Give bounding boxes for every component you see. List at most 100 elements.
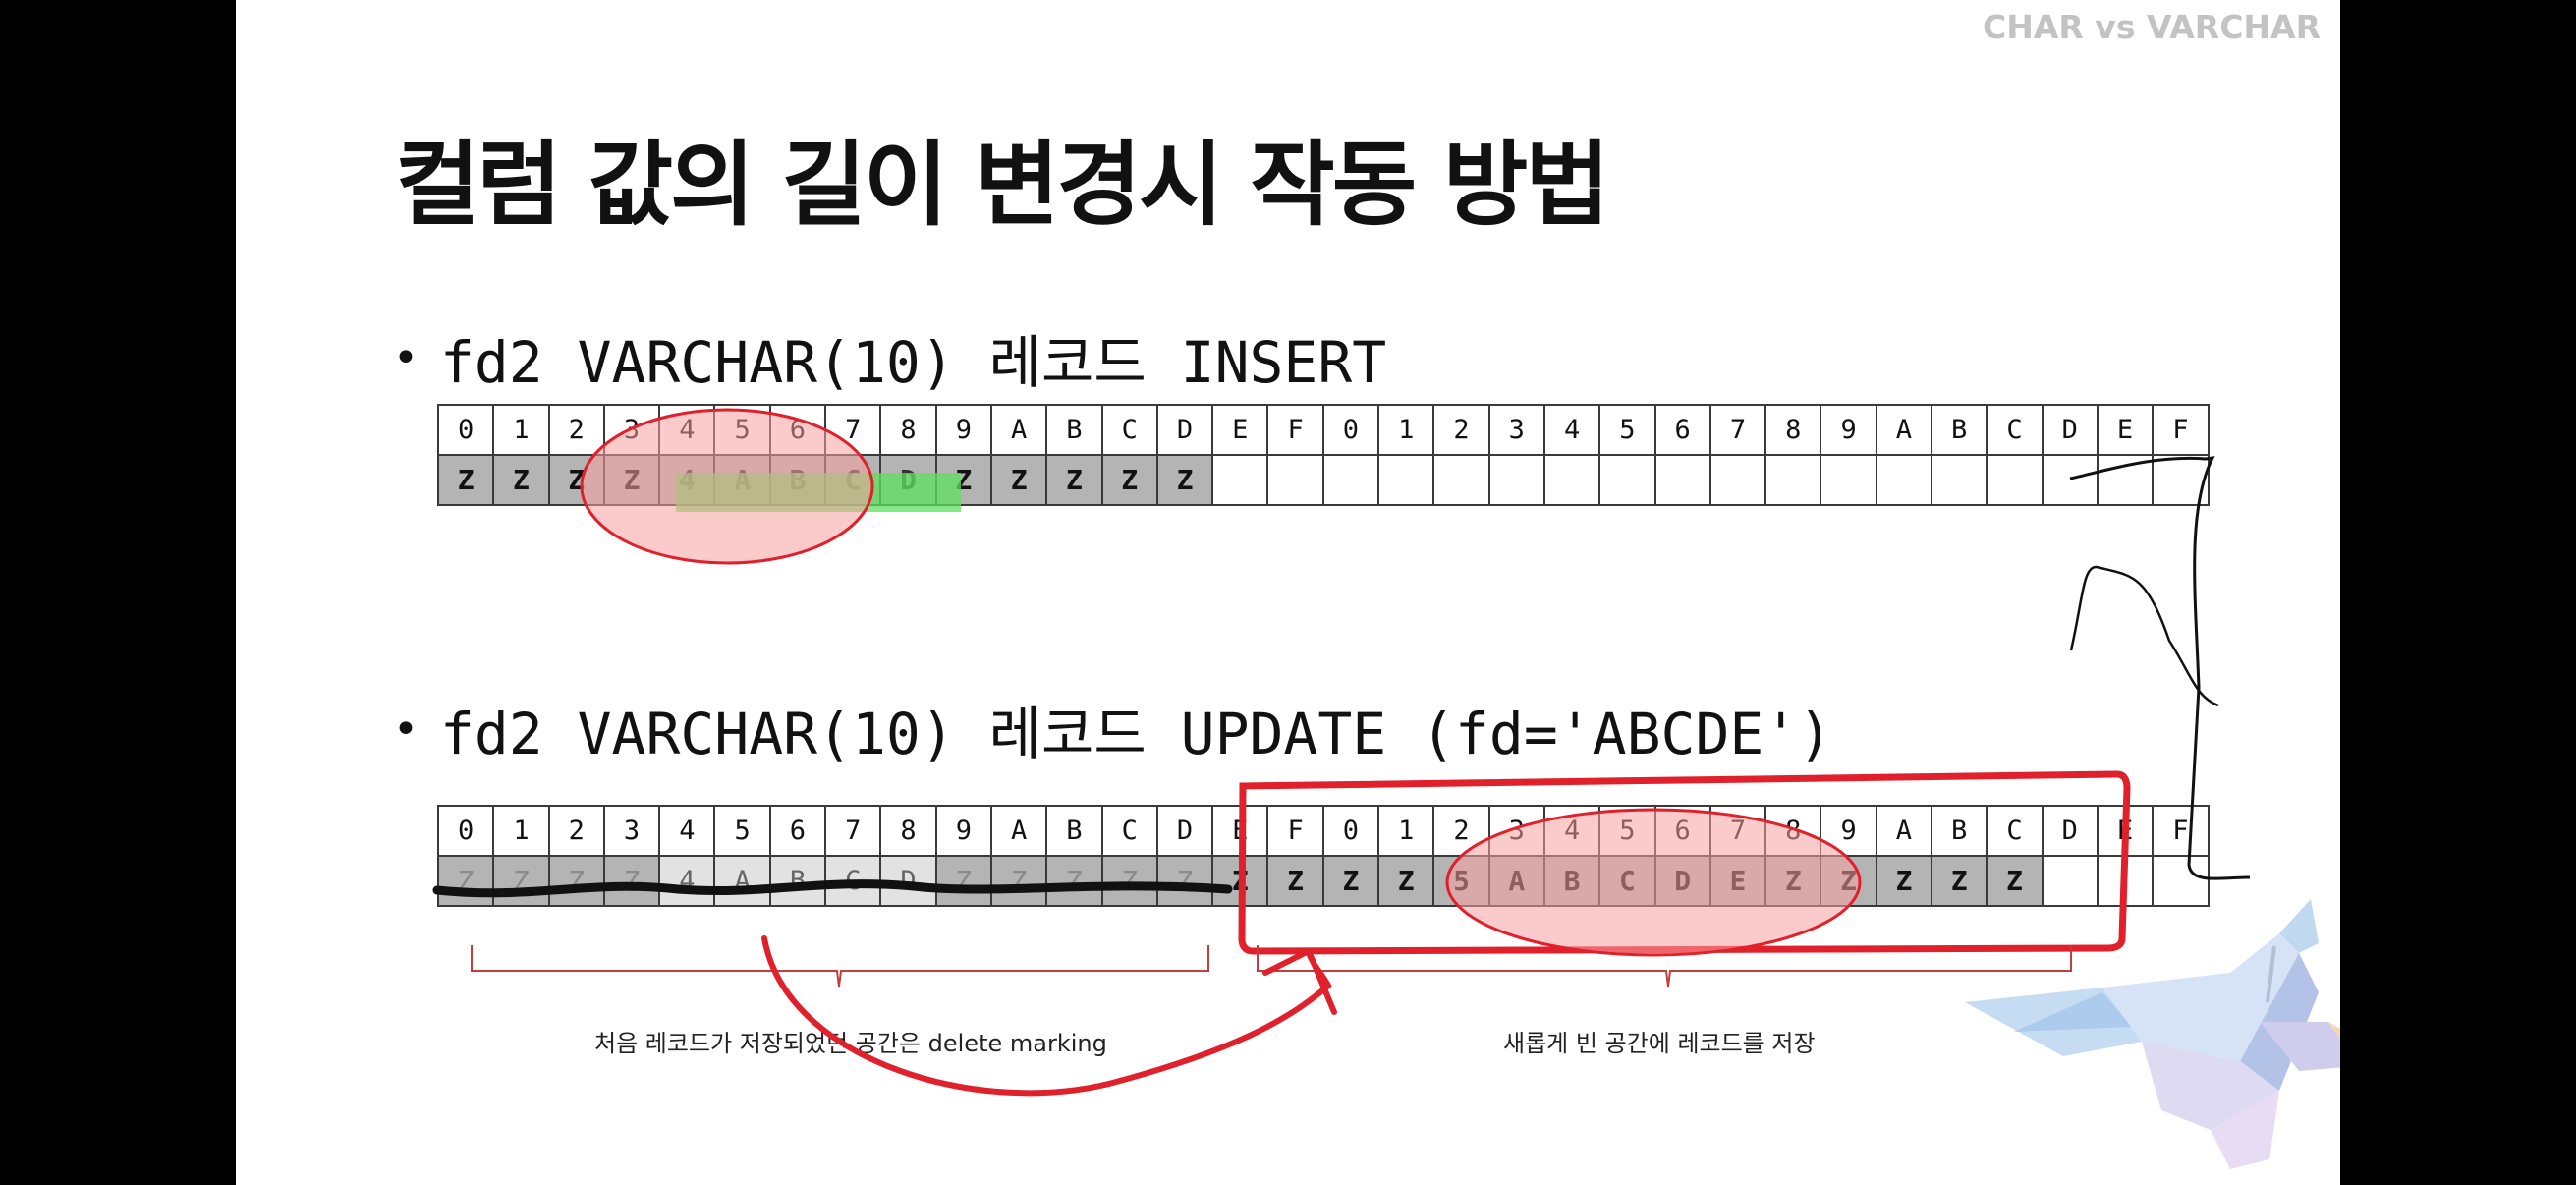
scribble-hook (2069, 565, 2219, 707)
update_grid-header-cell: 7 (824, 805, 882, 857)
insert_grid-value-cell (1875, 454, 1933, 506)
update_grid-value-cell: Z (1266, 855, 1324, 907)
update_grid-header-cell: 5 (713, 805, 771, 857)
scribble-tick (2266, 945, 2276, 1003)
insert_grid-value-cell (1820, 454, 1877, 506)
update_grid-value-cell: C (824, 855, 882, 907)
update_grid-value-cell: D (879, 855, 937, 907)
insert_grid-header-cell: F (1266, 404, 1324, 456)
update_grid-value-cell: Z (1321, 855, 1380, 907)
update_grid-header-cell: C (1986, 805, 2044, 857)
insert_grid-header-cell: 9 (1820, 404, 1877, 456)
slide: CHAR vs VARCHAR 컬럼 값의 길이 변경시 작동 방법 • fd2… (236, 0, 2340, 1185)
update_grid-header-cell: 5 (1598, 805, 1656, 857)
insert_grid-header-cell: B (1045, 404, 1103, 456)
update_grid-value-cell: Z (1764, 855, 1822, 907)
update_grid-header-cell: A (989, 805, 1048, 857)
insert_grid-value-cell (1266, 454, 1324, 506)
update_grid-header-cell: 3 (602, 805, 661, 857)
insert_grid-value-cell (1764, 454, 1822, 506)
update_grid-header-cell: E (1211, 805, 1269, 857)
bullet-update: • fd2 VARCHAR(10) 레코드 UPDATE (fd='ABCDE'… (393, 688, 1832, 770)
insert_grid-header-cell: 2 (1432, 404, 1490, 456)
insert_grid-header-cell: 5 (1598, 404, 1656, 456)
insert_grid-header-cell: 8 (1764, 404, 1822, 456)
insert_grid-value-cell (1432, 454, 1490, 506)
insert_grid-header-cell: E (2096, 404, 2155, 456)
update_grid-value-cell: E (1708, 855, 1767, 907)
insert_grid-value-cell: C (824, 454, 882, 506)
update_grid-value-cell: Z (1045, 855, 1103, 907)
bullet-insert: • fd2 VARCHAR(10) 레코드 INSERT (393, 316, 1386, 399)
insert_grid-value-cell: Z (934, 454, 992, 506)
insert_grid-value-cell: Z (437, 454, 495, 506)
update_grid-header-cell: 8 (879, 805, 937, 857)
update_grid-value-cell: Z (1100, 855, 1158, 907)
update_grid-header-cell: 0 (437, 805, 495, 857)
insert_grid-header-cell: D (1155, 404, 1214, 456)
insert_grid-header-cell: 4 (658, 404, 716, 456)
insert_grid-header-cell: A (1875, 404, 1933, 456)
update_grid-value-cell: Z (1155, 855, 1214, 907)
insert_grid-header-cell: 2 (547, 404, 605, 456)
update_grid-value-cell: Z (1377, 855, 1435, 907)
corner-label: CHAR vs VARCHAR (1983, 8, 2321, 46)
update_grid-value-cell: 4 (658, 855, 716, 907)
insert_grid-value-cell: Z (1155, 454, 1214, 506)
insert_grid-header-cell: 0 (437, 404, 495, 456)
insert_grid-header-cell: 5 (713, 404, 771, 456)
slide-title: 컬럼 값의 길이 변경시 작동 방법 (395, 132, 1610, 239)
update_grid-value-cell: A (713, 855, 771, 907)
insert_grid-value-cell: Z (602, 454, 661, 506)
insert_grid-header-cell: E (1211, 404, 1269, 456)
update_grid-value-cell: Z (1986, 855, 2044, 907)
update_grid-header-cell: B (1045, 805, 1103, 857)
move-arrow (761, 935, 1332, 1097)
insert_grid-value-cell: Z (1045, 454, 1103, 506)
insert_grid-header-cell: 6 (768, 404, 827, 456)
insert_grid-header-cell: 1 (1377, 404, 1435, 456)
update_grid-header-cell: 9 (934, 805, 992, 857)
bullet-dot-icon: • (393, 704, 419, 755)
insert_grid-value-cell (1487, 454, 1545, 506)
insert_grid-header-cell: F (2152, 404, 2210, 456)
update_grid-value-cell: C (1598, 855, 1656, 907)
move-arrow-head-icon (1262, 948, 1337, 1015)
update_grid-header-cell: 3 (1487, 805, 1545, 857)
update_grid-header-cell: 4 (658, 805, 716, 857)
update_grid-value-cell: Z (1820, 855, 1877, 907)
insert_grid-value-cell (1542, 454, 1601, 506)
insert_grid-header-cell: 7 (1708, 404, 1767, 456)
insert_grid-value-cell (1321, 454, 1380, 506)
update_grid-header-cell: D (2041, 805, 2099, 857)
insert_grid-header-cell: 9 (934, 404, 992, 456)
update_grid-header-cell: 9 (1820, 805, 1877, 857)
insert_grid-header-cell: 8 (879, 404, 937, 456)
insert_grid-value-cell (1931, 454, 1988, 506)
update_grid-value-cell: Z (602, 855, 661, 907)
update_grid-header-cell: 0 (1321, 805, 1380, 857)
insert_grid-header-cell: C (1986, 404, 2044, 456)
caption-delete-marking: 처음 레코드가 저장되었던 공간은 delete marking (594, 1030, 1107, 1057)
eagle-logo-icon (1965, 899, 2340, 1169)
insert_grid-value-cell (1653, 454, 1711, 506)
insert_grid-value-cell (1708, 454, 1767, 506)
update_grid-header-cell: 6 (768, 805, 827, 857)
update_grid-header-cell: B (1931, 805, 1988, 857)
insert_grid-header-cell: 1 (492, 404, 550, 456)
insert_grid-header-cell: 3 (1487, 404, 1545, 456)
insert_grid-value-cell (2096, 454, 2155, 506)
insert_grid-value-cell (1986, 454, 2044, 506)
insert_grid-value-cell (2041, 454, 2099, 506)
update_grid-value-cell: A (1487, 855, 1545, 907)
update_grid-header-cell: C (1100, 805, 1158, 857)
insert_grid-value-cell: 4 (658, 454, 716, 506)
update_grid-value-cell (2041, 855, 2099, 907)
update_grid-value-cell: Z (492, 855, 550, 907)
update_grid-header-cell: F (2152, 805, 2210, 857)
insert_grid-header-cell: 0 (1321, 404, 1380, 456)
caption-new-space: 새롭게 빈 공간에 레코드를 저장 (1503, 1030, 1816, 1057)
